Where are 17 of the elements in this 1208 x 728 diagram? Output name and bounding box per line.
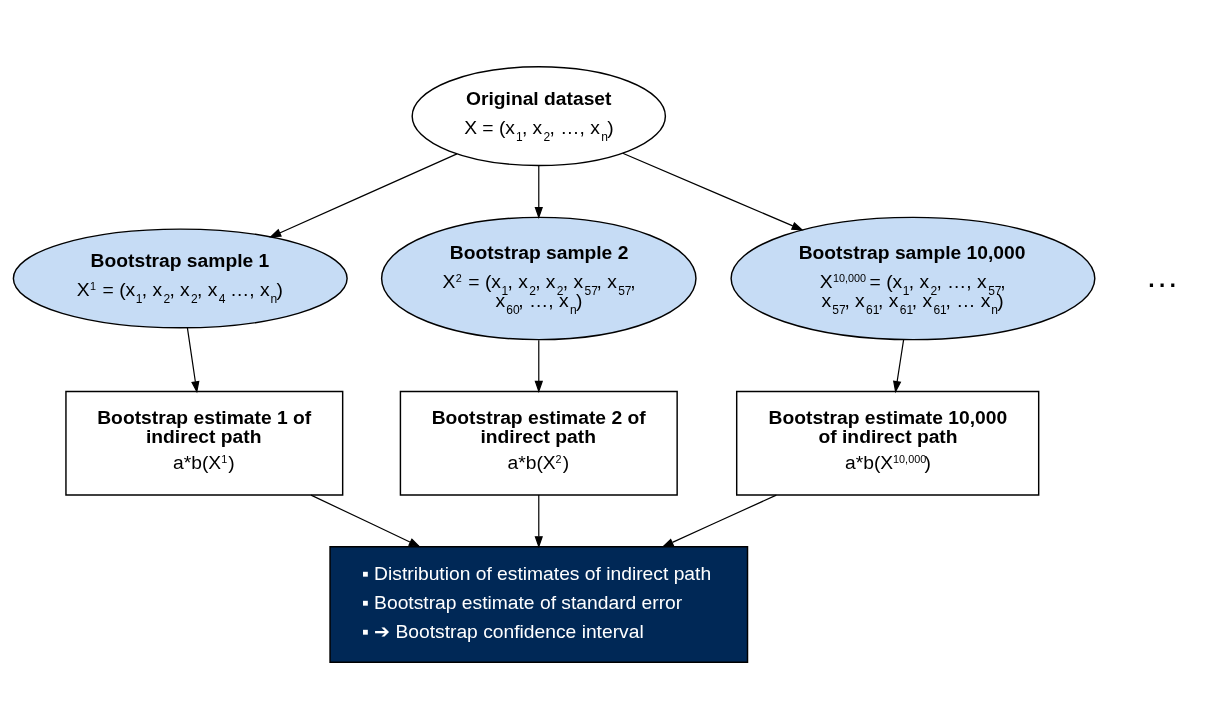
node-ellipse: Bootstrap sample 2 X$^{2}$ = (x$_{1}$, x$_{2}$, x$_{2}$, x$_{57}$, x$_{57}$, x$_{60}$, …, x$_{n}$) [380,216,697,340]
arrow [893,338,905,393]
arrow [661,494,777,547]
node-box: Bootstrap estimate 10,000 of indirect path a*b(X$^{10,000}$) [736,390,1040,496]
node-box: ▪ Distribution of estimates of indirect path ▪ Bootstrap estimate of standard error ▪ ➔ Bootstrap confidence interval [329,545,749,663]
arrow [534,339,543,393]
arrow [622,152,804,231]
label: … [1145,256,1179,294]
node-box: Bootstrap estimate 1 of indirect path a*b(X$^{1}$) [65,390,344,496]
node-ellipse: Bootstrap sample 10,000 X$^{10,000}$ = (x$_{1}$, x$_{2}$, …, x$_{57}$, x$_{57}$, x$_{61}$, x$_{61}$, x$_{61}$, … x$_{n}$) [730,216,1096,340]
arrow [269,152,458,238]
node-ellipse: Original dataset X = (x$_{1}$, x$_{2}$, …, x$_{n}$) [411,65,667,166]
arrow [186,326,200,393]
node-box: Bootstrap estimate 2 of indirect path a*b(X$^{2}$) [399,390,678,496]
arrow [534,494,543,548]
arrow [310,494,421,547]
arrow [534,164,543,219]
